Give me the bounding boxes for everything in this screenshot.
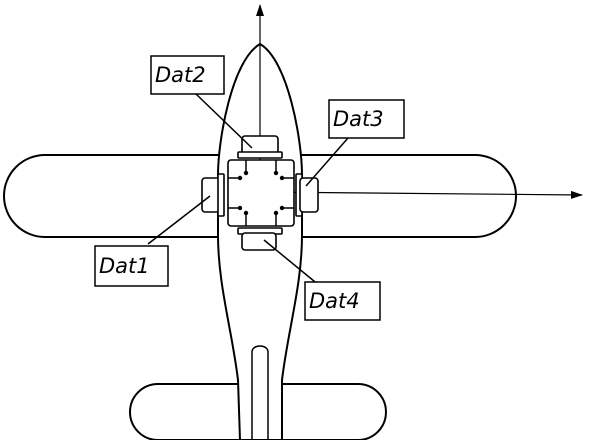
label-dat2-text: Dat2 [155, 63, 206, 87]
leader-line-dat3 [305, 137, 349, 187]
sensor-dat1 [201, 173, 225, 217]
sensor-dat2 [237, 135, 283, 159]
label-dat4-text: Dat4 [309, 289, 360, 313]
sensor-dat3 [295, 173, 319, 217]
label-dat3: Dat3 [328, 99, 405, 139]
label-dat1-text: Dat1 [99, 254, 150, 278]
sensor-dat4 [237, 227, 283, 251]
leader-line-dat1 [147, 195, 211, 245]
label-dat2: Dat2 [150, 55, 225, 95]
label-dat4: Dat4 [304, 281, 381, 321]
leader-line-dat2 [195, 93, 253, 149]
label-dat3-text: Dat3 [333, 107, 384, 131]
vertical-stabilizer [251, 345, 269, 440]
leader-line-dat4 [263, 239, 321, 287]
label-dat1: Dat1 [94, 245, 169, 287]
sensor-mount-block [227, 159, 295, 227]
